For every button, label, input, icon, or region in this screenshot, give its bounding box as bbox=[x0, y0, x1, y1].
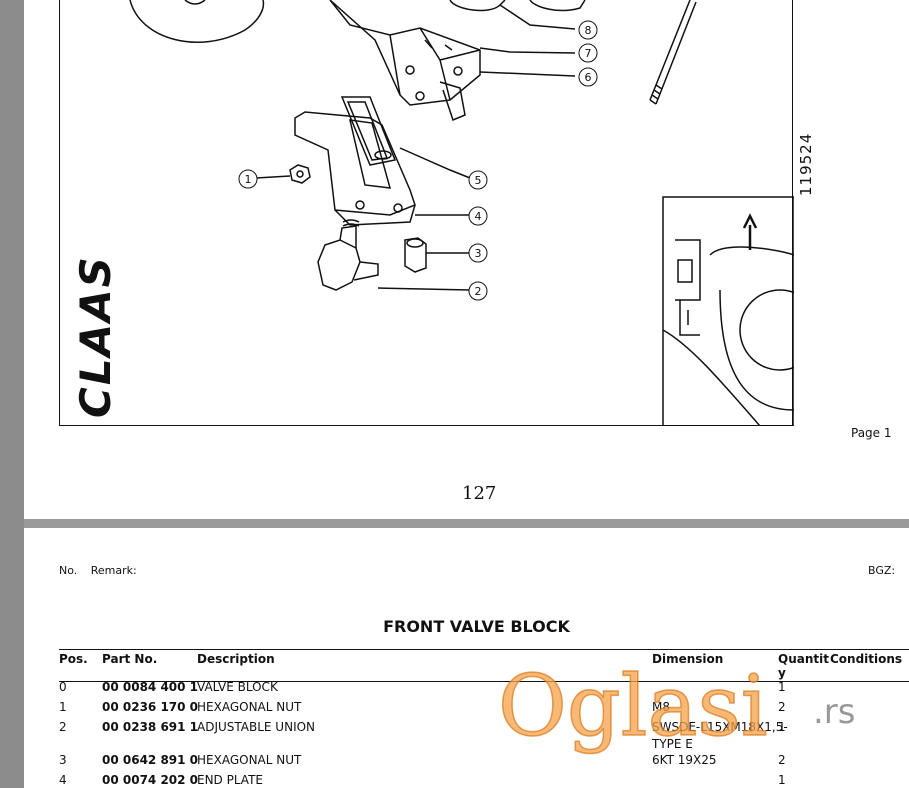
col-description: Description bbox=[197, 652, 275, 666]
adjustable-union bbox=[317, 239, 361, 291]
callout-4: 4 bbox=[468, 206, 488, 226]
callout-2: 2 bbox=[468, 281, 488, 301]
callout-5: 5 bbox=[468, 170, 488, 190]
valve-body bbox=[329, 0, 481, 106]
table-row: 3 00 0642 891 0 HEXAGONAL NUT 6KT 19X25 … bbox=[59, 753, 786, 767]
page-number: 127 bbox=[462, 483, 497, 504]
viewer-left-strip bbox=[0, 0, 24, 788]
hex-nut-3 bbox=[404, 237, 427, 273]
hex-nut-1 bbox=[289, 164, 311, 184]
col-dimension: Dimension bbox=[652, 652, 724, 666]
svg-text:4: 4 bbox=[475, 210, 482, 223]
no-label: No. bbox=[59, 564, 78, 577]
table-row: 4 00 0074 202 0 END PLATE 1 bbox=[59, 773, 786, 787]
drawing-frame: 1 2 3 4 5 6 7 8 CLAAS bbox=[59, 0, 794, 426]
table-row: 2 00 0238 691 1 ADJUSTABLE UNION SWSDE-L… bbox=[59, 720, 788, 751]
callout-7: 7 bbox=[578, 43, 598, 63]
drawing-id: 119524 bbox=[797, 132, 815, 196]
page-gap bbox=[24, 519, 909, 528]
svg-text:5: 5 bbox=[475, 174, 482, 187]
bgz-label: BGZ: bbox=[868, 564, 896, 577]
col-pos: Pos. bbox=[59, 652, 88, 666]
svg-text:2: 2 bbox=[475, 285, 482, 298]
callout-1: 1 bbox=[238, 169, 258, 189]
svg-text:3: 3 bbox=[475, 247, 482, 260]
meta-left: No. Remark: bbox=[59, 564, 147, 577]
remark-label: Remark: bbox=[90, 564, 137, 577]
page-parts-list: No. Remark: BGZ: FRONT VALVE BLOCK Pos. … bbox=[24, 528, 909, 788]
page-127: 1 2 3 4 5 6 7 8 CLAAS 119524 Page 1 127 bbox=[24, 0, 909, 519]
table-row: 0 00 0084 400 1 VALVE BLOCK 1 bbox=[59, 680, 786, 694]
svg-text:8: 8 bbox=[585, 24, 592, 37]
parts-list-title: FRONT VALVE BLOCK bbox=[383, 617, 570, 636]
page-label: Page 1 bbox=[851, 426, 892, 440]
callout-3: 3 bbox=[468, 243, 488, 263]
callout-8: 8 bbox=[578, 20, 598, 40]
svg-text:7: 7 bbox=[585, 47, 592, 60]
table-header: Pos. Part No. Description Dimension Quan… bbox=[59, 649, 909, 682]
slot-part bbox=[340, 96, 397, 166]
threaded-rod bbox=[649, 0, 697, 105]
exploded-view-drawing: 1 2 3 4 5 6 7 8 CLAAS bbox=[71, 0, 794, 426]
inset-detail bbox=[662, 196, 794, 426]
svg-text:1: 1 bbox=[245, 173, 252, 186]
disc-part bbox=[129, 0, 265, 43]
claas-logo: CLAAS bbox=[71, 255, 120, 418]
callout-6: 6 bbox=[578, 67, 598, 87]
table-row: 1 00 0236 170 0 HEXAGONAL NUT M8 2 bbox=[59, 700, 786, 714]
svg-text:6: 6 bbox=[585, 71, 592, 84]
col-part-no: Part No. bbox=[102, 652, 158, 666]
col-conditions: Conditions bbox=[830, 652, 903, 666]
